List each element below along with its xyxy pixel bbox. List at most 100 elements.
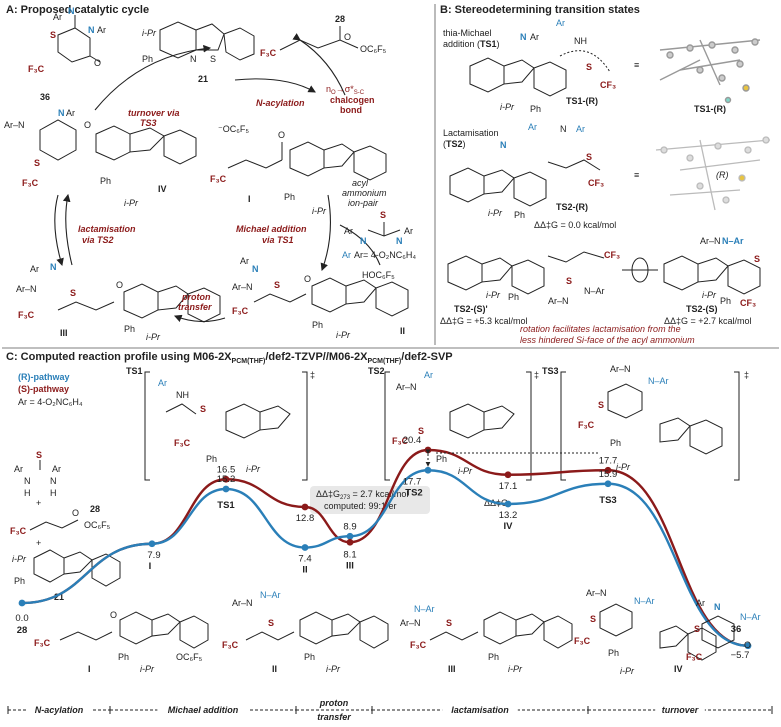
label-III: III: [60, 328, 68, 338]
svg-text:H: H: [50, 488, 57, 498]
profile-label-TS1-value: 16.5: [217, 464, 236, 475]
stage-label-0: N-acylation: [35, 705, 84, 715]
profile-label-TS2-name: TS2: [405, 487, 422, 498]
svg-text:F₃C: F₃C: [22, 178, 39, 188]
svg-text:NH: NH: [176, 390, 189, 400]
intermediate-II-structure: Ar N Ar–N S O F₃C Ph i-Pr II: [232, 256, 409, 340]
svg-text:Ph: Ph: [436, 454, 447, 464]
catalytic-cycle: Ar N S N Ar O F₃C 36 i-Pr Ph N S 21 28 O…: [4, 6, 416, 342]
svg-text:Ar: Ar: [696, 598, 705, 608]
profile-label-IV-value: 13.2: [499, 510, 518, 521]
svg-text:S: S: [586, 62, 592, 72]
svg-text:Ph: Ph: [312, 320, 323, 330]
svg-text:chalcogen: chalcogen: [330, 95, 375, 105]
svg-text:Ar: Ar: [556, 18, 565, 28]
svg-text:i-Pr: i-Pr: [458, 466, 473, 476]
profile-label-36-value: −5.7: [731, 650, 750, 661]
svg-text:Ar: Ar: [404, 226, 413, 236]
svg-text:(TS2): (TS2): [443, 139, 466, 149]
svg-text:III: III: [448, 664, 456, 674]
svg-text:transfer: transfer: [178, 302, 212, 312]
svg-text:N: N: [68, 6, 75, 16]
svg-text:N: N: [360, 236, 367, 246]
svg-text:O: O: [278, 130, 285, 140]
profile-label-TS3-name: TS3: [599, 495, 616, 506]
svg-text:i-Pr: i-Pr: [124, 198, 139, 208]
svg-text:Ph: Ph: [14, 576, 25, 586]
profile-label-TS2-value: 20.4: [403, 435, 422, 446]
energy-profile: 0.0287.9I16.515.2TS112.87.4II8.98.1III20…: [15, 435, 752, 661]
svg-text:F₃C: F₃C: [18, 310, 35, 320]
svg-text:i-Pr: i-Pr: [146, 332, 161, 342]
profile-label-II-name: II: [302, 565, 307, 576]
svg-text:S: S: [200, 404, 206, 414]
svg-text:Ph: Ph: [284, 192, 295, 202]
svg-text:thia-Michael: thia-Michael: [443, 28, 492, 38]
svg-text:O: O: [84, 120, 91, 130]
svg-text:TS1-(R): TS1-(R): [566, 96, 598, 106]
ts2-r-structure: Ar N Ar N S CF₃ i-Pr Ph TS2-(R) ΔΔ‡G = 0…: [449, 122, 616, 230]
svg-text:Ar–N: Ar–N: [232, 282, 253, 292]
svg-text:Ph: Ph: [610, 438, 621, 448]
svg-text:F₃C: F₃C: [10, 526, 27, 536]
svg-text:TS3: TS3: [542, 366, 559, 376]
profile-structure-III: Ar–N N–Ar S F₃C Ph i-Pr III: [400, 604, 573, 674]
svg-text:28: 28: [90, 504, 100, 514]
svg-text:S: S: [590, 614, 596, 624]
s-point-II: [301, 503, 309, 511]
ts2-bracket: TS2 ‡ Ar–N Ar S F₃C Ph i-Pr: [368, 366, 539, 481]
svg-text:rotation facilitates lactamisa: rotation facilitates lactamisation from …: [520, 324, 681, 334]
svg-text:≡: ≡: [634, 170, 639, 180]
svg-text:OC₆F₅: OC₆F₅: [360, 44, 387, 54]
svg-text:S: S: [34, 158, 40, 168]
panel-c-title: C: Computed reaction profile using M06-2…: [6, 351, 453, 365]
profile-label-I-name: I: [149, 561, 152, 572]
svg-text:Ar: Ar: [66, 108, 75, 118]
svg-text:less hindered Si-face of the a: less hindered Si-face of the acyl ammoni…: [520, 335, 695, 345]
svg-text:HOC₆F₅: HOC₆F₅: [362, 270, 395, 280]
svg-text:S: S: [274, 280, 280, 290]
svg-text:F₃C: F₃C: [392, 436, 409, 446]
svg-text:Ar: Ar: [342, 250, 351, 260]
svg-text:lactamisation: lactamisation: [78, 224, 136, 234]
svg-text:Ph: Ph: [514, 210, 525, 220]
svg-text:i-Pr: i-Pr: [142, 28, 157, 38]
svg-text:TS1-(R): TS1-(R): [694, 104, 726, 114]
acylation-arrow: [292, 33, 346, 96]
svg-text:Ar: Ar: [97, 25, 106, 35]
svg-text:Ph: Ph: [118, 652, 129, 662]
svg-text:Ar: Ar: [158, 378, 167, 388]
svg-text:Ph: Ph: [530, 104, 541, 114]
svg-text:N: N: [714, 602, 721, 612]
svg-text:S: S: [446, 618, 452, 628]
s-point-TS3: [604, 466, 612, 474]
svg-text:i-Pr: i-Pr: [488, 208, 503, 218]
s-point-IV: [504, 471, 512, 479]
intermediate-III-structure: Ar N Ar–N S O F₃C Ph i-Pr III: [16, 262, 221, 342]
intermediate-I-structure: ⁻OC₆F₅ O F₃C Ph i-Pr I acyl ammonium ion…: [210, 124, 387, 216]
svg-text:S: S: [268, 618, 274, 628]
svg-text:F₃C: F₃C: [574, 636, 591, 646]
r-point-TS1: [222, 485, 230, 493]
svg-text:S: S: [418, 426, 424, 436]
profile-label-28-name: 28: [17, 625, 28, 636]
svg-text:via TS2: via TS2: [82, 235, 114, 245]
svg-text:Ar: Ar: [528, 122, 537, 132]
svg-text:N: N: [88, 25, 95, 35]
acylation-forward-arrow: [234, 78, 316, 93]
profile-label-II-value: 7.4: [298, 554, 311, 565]
svg-text:CF₃: CF₃: [588, 178, 604, 188]
profile-label-TS2-value: 17.7: [403, 476, 422, 487]
svg-text:N–Ar: N–Ar: [722, 236, 744, 246]
svg-text:F₃C: F₃C: [410, 640, 427, 650]
svg-text:‡: ‡: [310, 370, 315, 380]
profile-structure-IV: Ar–N N–Ar S F₃C Ph i-Pr IV: [574, 588, 717, 676]
panel-b-title: B: Stereodetermining transition states: [440, 4, 640, 16]
rotation-icon: [622, 257, 658, 283]
profile-label-TS1-value: 15.2: [217, 474, 236, 485]
svg-text:F₃C: F₃C: [578, 420, 595, 430]
chalcogen-bond-label: nO→σ*S-C chalcogen bond: [326, 84, 375, 115]
svg-text:TS2-(S): TS2-(S): [686, 304, 718, 314]
svg-text:Ar: Ar: [30, 264, 39, 274]
